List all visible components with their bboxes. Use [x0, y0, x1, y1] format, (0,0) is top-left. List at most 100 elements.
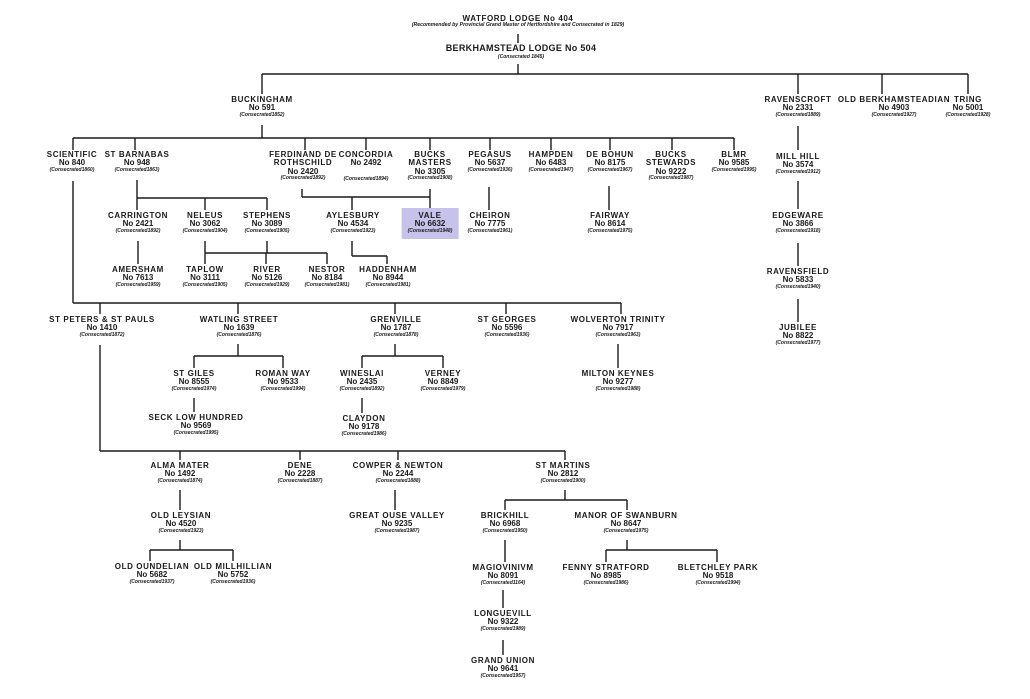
lodge-mill-hill: MILL HILL No 3574 (Consecrated1912)	[776, 152, 821, 175]
lodge-name: CLAYDON	[342, 414, 386, 423]
lodge-bucks-masters: BUCKS MASTERS No 3305 (Consecrated1908)	[408, 150, 453, 181]
lodge-consecrated: (Consecrated1923)	[330, 227, 376, 234]
lodge-consecrated: (Consecrated1937)	[129, 578, 175, 585]
lodge-number: No 8091	[487, 571, 519, 581]
lodge-consecrated: (Consecrated1874)	[157, 477, 203, 484]
lodge-name: RIVER	[253, 265, 281, 274]
lodge-name: PEGASUS	[468, 150, 512, 159]
lodge-alma-mater: ALMA MATER No 1492 (Consecrated1874)	[150, 461, 210, 484]
lodge-consecrated: (Consecrated1872)	[79, 331, 125, 338]
lodge-name: CARRINGTON	[107, 211, 169, 220]
lodge-number: No 8647	[610, 519, 642, 529]
lodge-haddenham: HADDENHAM No 8944 (Consecrated1981)	[359, 265, 417, 288]
lodge-dene: DENE No 2228 (Consecrated1887)	[278, 461, 323, 484]
lodge-fenny-stratford: FENNY STRATFORD No 8985 (Consecrated1986…	[563, 563, 650, 586]
lodge-number: No 3089	[251, 219, 283, 229]
lodge-name: RAVENSFIELD	[766, 267, 830, 276]
lodge-consecrated: (Consecrated1852)	[239, 111, 285, 118]
lodge-watling-street: WATLING STREET No 1639 (Consecrated1876)	[200, 315, 278, 338]
lodge-consecrated: (Consecrated1892)	[280, 175, 326, 182]
lodge-number: No 5682	[136, 570, 168, 580]
lodge-name: CHEIRON	[469, 211, 511, 220]
lodge-amersham: AMERSHAM No 7613 (Consecrated1959)	[112, 265, 164, 288]
lodge-number: No 4534	[337, 219, 369, 229]
lodge-number: No 948	[123, 158, 151, 168]
lodge-number: No 9533	[267, 377, 299, 387]
lodge-number: No 5126	[251, 273, 283, 283]
lodge-name: ST BARNABAS	[104, 150, 170, 159]
lodge-name: AYLESBURY	[326, 211, 380, 220]
lodge-old-berkhamsteadian: OLD BERKHAMSTEADIAN No 4903 (Consecrated…	[837, 95, 951, 118]
lodge-old-leysian: OLD LEYSIAN No 4520 (Consecrated1923)	[150, 511, 212, 534]
lodge-old-millhillian: OLD MILLHILLIAN No 5752 (Consecrated1936…	[193, 562, 273, 585]
lodge-consecrated: (Consecrated1905)	[244, 227, 290, 234]
lodge-grand-union: GRAND UNION No 9641 (Consecrated1957)	[471, 656, 535, 679]
watford-lodge-name: WATFORD LODGE No 404	[462, 14, 574, 23]
lodge-number: No 8614	[594, 219, 626, 229]
lodge-great-ouse-valley: GREAT OUSE VALLEY No 9235 (Consecrated19…	[349, 511, 445, 534]
lodge-name: OLD BERKHAMSTEADIAN	[837, 95, 951, 104]
lodge-name: FAIRWAY	[590, 211, 630, 220]
lodge-brickhill: BRICKHILL No 6968 (Consecrated1950)	[481, 511, 530, 534]
watford-lodge: WATFORD LODGE No 404 (Recommended by Pro…	[411, 14, 625, 29]
lodge-name: ROMAN WAY	[255, 369, 311, 378]
lodge-name: GRAND UNION	[471, 656, 535, 665]
lodge-number: No 9178	[348, 422, 380, 432]
lodge-number: No 5001	[952, 103, 984, 113]
lodge-consecrated: (Consecrated1989)	[480, 625, 526, 632]
lodge-number: No 3062	[189, 219, 221, 229]
lodge-name: STEPHENS	[243, 211, 291, 220]
lodge-consecrated: (Consecrated1977)	[775, 339, 821, 346]
lodge-name: MILL HILL	[776, 152, 820, 161]
lodge-number: No 1639	[223, 323, 255, 333]
lodge-number: No 5833	[782, 275, 814, 285]
lodge-name: NELEUS	[186, 211, 224, 220]
lodge-consecrated: (Consecrated1918)	[775, 227, 821, 234]
lodge-consecrated: (Consecrated1986)	[341, 430, 387, 437]
lodge-number: No 2331	[782, 103, 814, 113]
lodge-number: No 5596	[491, 323, 523, 333]
lodge-name: WOLVERTON TRINITY	[570, 315, 666, 324]
lodge-name: OLD LEYSIAN	[150, 511, 212, 520]
lodge-consecrated: (Consecrated1963)	[595, 331, 641, 338]
lodge-de-bohun: DE BOHUN No 8175 (Consecrated1967)	[586, 150, 633, 173]
lodge-st-martins: ST MARTINS No 2812 (Consecrated1900)	[536, 461, 591, 484]
lodge-number: No 9585	[718, 158, 750, 168]
lodge-consecrated: (Consecrated1929)	[244, 281, 290, 288]
lodge-buckingham: BUCKINGHAM No 591 (Consecrated1852)	[231, 95, 293, 118]
lodge-consecrated: (Consecrated1961)	[467, 227, 513, 234]
lodge-number: No 3574	[782, 160, 814, 170]
lodge-number: No 6632	[414, 219, 446, 229]
lodge-consecrated: (Consecrated1995)	[173, 429, 219, 436]
lodge-number: No 8985	[590, 571, 622, 581]
lodge-number: No 9322	[487, 617, 519, 627]
berkhamstead-lodge-name: BERKHAMSTEAD LODGE No 504	[445, 43, 597, 53]
lodge-jubilee: JUBILEE No 8822 (Consecrated1977)	[775, 323, 821, 346]
lodge-roman-way: ROMAN WAY No 9533 (Consecrated1994)	[255, 369, 311, 392]
lodge-ravensfield: RAVENSFIELD No 5833 (Consecrated1940)	[766, 267, 830, 290]
lodge-consecrated: (Consecrated1888)	[375, 477, 421, 484]
lodge-st-giles: ST GILES No 8555 (Consecrated1974)	[172, 369, 217, 392]
lodge-number: No 5637	[474, 158, 506, 168]
lodge-number: No 8944	[372, 273, 404, 283]
lodge-name: VALE	[418, 211, 442, 220]
lodge-consecrated: (Consecrated1986)	[583, 579, 629, 586]
lodge-longuevill: LONGUEVILL No 9322 (Consecrated1989)	[474, 609, 532, 632]
lodge-number: No 1410	[86, 323, 118, 333]
lodge-number: No 2421	[122, 219, 154, 229]
lodge-name: HADDENHAM	[359, 265, 417, 274]
lodge-number: No 6483	[535, 158, 567, 168]
lodge-name: SECK LOW HUNDRED	[148, 413, 244, 422]
watford-lodge-note: (Recommended by Provincial Grand Master …	[411, 22, 625, 29]
lodge-number: No 591	[248, 103, 276, 113]
lodge-consecrated: (Consecrated1987)	[648, 175, 694, 182]
lodge-name: OLD MILLHILLIAN	[193, 562, 273, 571]
lodge-name: ALMA MATER	[150, 461, 210, 470]
lodge-name: MILTON KEYNES	[581, 369, 655, 378]
lodge-name: FERDINAND DE	[269, 150, 337, 159]
lodge-ferdinand-de-rothschild: FERDINAND DE ROTHSCHILD No 2420 (Consecr…	[269, 150, 337, 182]
lodge-aylesbury: AYLESBURY No 4534 (Consecrated1923)	[326, 211, 380, 234]
lodge-name: BLMR	[721, 150, 747, 159]
lodge-river: RIVER No 5126 (Consecrated1929)	[244, 265, 290, 288]
lodge-vale-highlighted: VALE No 6632 (Consecrated1948)	[401, 208, 459, 240]
